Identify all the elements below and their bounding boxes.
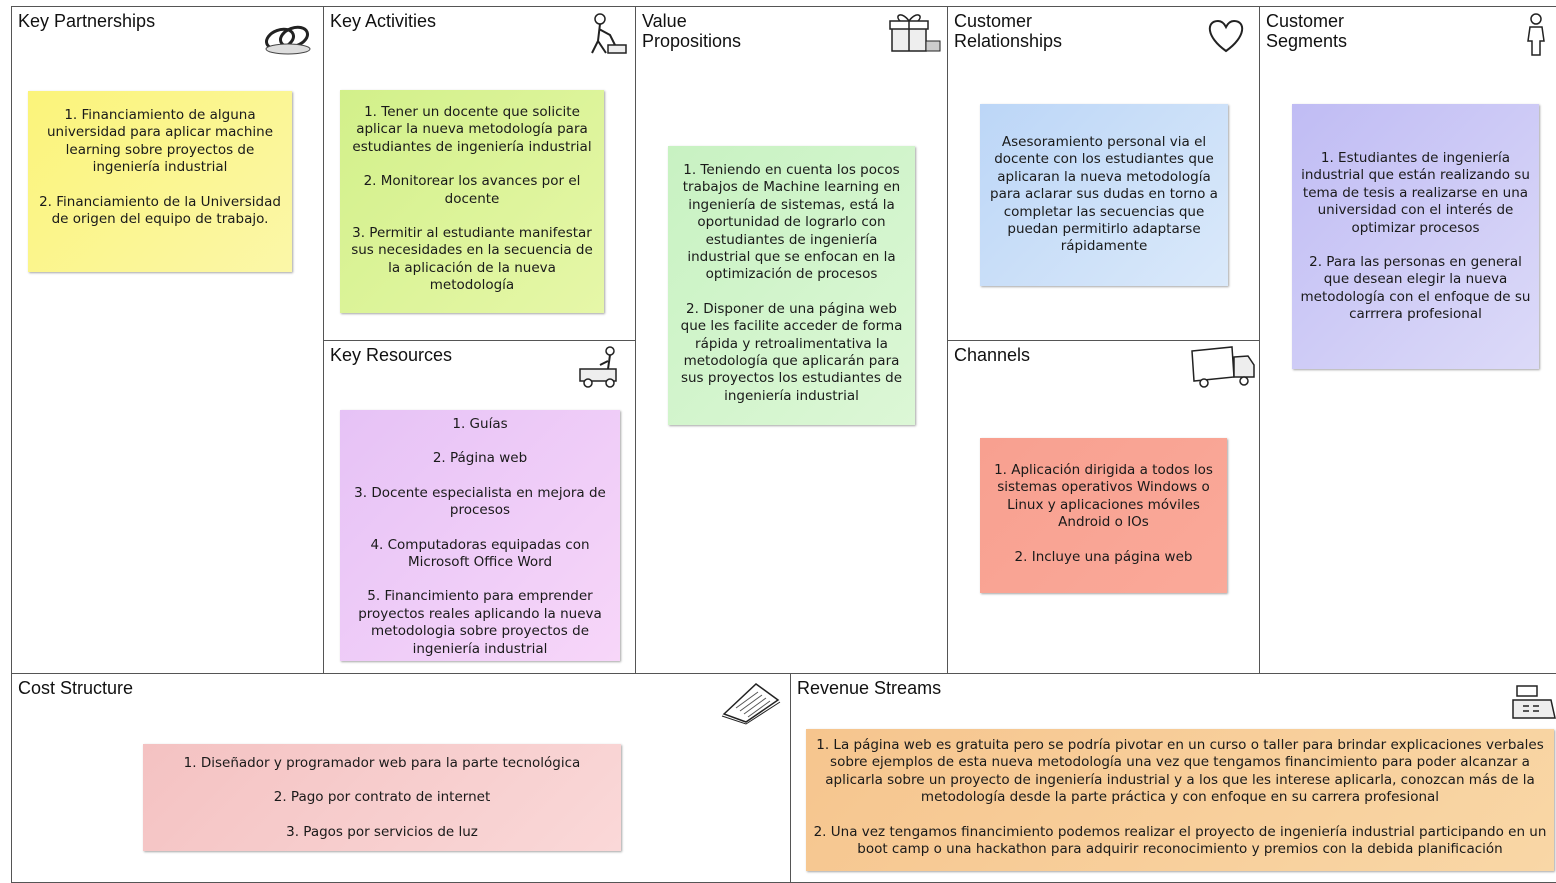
customer-relationships-note: Asesoramiento personal via el docente co… xyxy=(980,104,1228,286)
cash-register-icon xyxy=(1512,685,1556,719)
value-propositions-note: 1. Teniendo en cuenta los pocos trabajos… xyxy=(668,146,915,425)
channels-item-1: 1. Aplicación dirigida a todos los siste… xyxy=(994,462,1213,531)
forklift-icon xyxy=(579,346,617,388)
chain-links-icon xyxy=(264,25,311,55)
worker-icon xyxy=(591,13,627,54)
key-resources-item-4: 4. Computadoras equipadas con Microsoft … xyxy=(370,536,590,571)
key-activities-title: Key Activities xyxy=(330,11,437,31)
revenue-streams-item-1: 1. La página web es gratuita pero se pod… xyxy=(816,737,1544,806)
key-resources-block: Key Resources 1. Guías 2. Página web 3. … xyxy=(323,340,636,674)
key-resources-item-2: 2. Página web xyxy=(432,450,528,467)
cost-structure-item-2: 2. Pago por contrato de internet xyxy=(273,789,491,806)
key-resources-item-1: 1. Guías xyxy=(452,416,508,432)
cost-structure-block: Cost Structure 1. Diseñador y programado… xyxy=(11,673,791,883)
key-partnerships-item-2: 2. Financiamiento de la Universidad de o… xyxy=(39,193,281,228)
cost-structure-note: 1. Diseñador y programador web para la p… xyxy=(143,744,621,851)
customer-relationships-item-1: Asesoramiento personal via el docente co… xyxy=(990,134,1218,255)
channels-note: 1. Aplicación dirigida a todos los siste… xyxy=(980,438,1227,593)
key-resources-note: 1. Guías 2. Página web 3. Docente especi… xyxy=(340,410,620,661)
key-partnerships-block: Key Partnerships 1. Financiamiento de al… xyxy=(11,6,324,674)
cost-structure-title: Cost Structure xyxy=(18,678,134,698)
value-propositions-item-2: 2. Disponer de una página web que les fa… xyxy=(680,300,903,404)
key-resources-item-5: 5. Financimiento para emprender proyecto… xyxy=(358,588,602,657)
customer-relationships-block: Customer Relationships Asesoramiento per… xyxy=(947,6,1260,341)
channels-title: Channels xyxy=(954,345,1031,365)
revenue-streams-item-2: 2. Una vez tengamos financimiento podemo… xyxy=(813,823,1547,858)
key-resources-title: Key Resources xyxy=(330,345,453,365)
key-activities-block: Key Activities 1. Tener un docente que s… xyxy=(323,6,636,341)
key-activities-note: 1. Tener un docente que solicite aplicar… xyxy=(340,90,604,313)
heart-icon xyxy=(1208,19,1244,53)
key-activities-item-2: 2. Monitorear los avances por el docente xyxy=(363,173,581,207)
key-partnerships-item-1: 1. Financiamiento de alguna universidad … xyxy=(46,107,274,176)
value-propositions-title: Value Propositions xyxy=(642,11,742,51)
customer-relationships-title: Customer Relationships xyxy=(954,11,1063,51)
customer-segments-block: Customer Segments 1. Estudiantes de inge… xyxy=(1259,6,1556,674)
key-activities-item-1: 1. Tener un docente que solicite aplicar… xyxy=(352,104,592,155)
gift-icon xyxy=(889,14,941,52)
cost-structure-item-1: 1. Diseñador y programador web para la p… xyxy=(183,755,581,771)
revenue-streams-note: 1. La página web es gratuita pero se pod… xyxy=(806,729,1554,871)
key-partnerships-note: 1. Financiamiento de alguna universidad … xyxy=(28,91,292,272)
value-propositions-block: Value Propositions 1. Teniendo en cuenta… xyxy=(635,6,948,674)
channels-block: Channels 1. Aplicación dirigida a todos … xyxy=(947,340,1260,674)
customer-segments-title: Customer Segments xyxy=(1266,11,1348,51)
key-partnerships-title: Key Partnerships xyxy=(18,11,156,31)
invoice-icon xyxy=(721,683,781,725)
customer-segments-item-1: 1. Estudiantes de ingeniería industrial … xyxy=(1301,150,1530,236)
key-resources-item-3: 3. Docente especialista en mejora de pro… xyxy=(354,484,606,519)
revenue-streams-title: Revenue Streams xyxy=(797,678,942,698)
value-propositions-item-1: 1. Teniendo en cuenta los pocos trabajos… xyxy=(682,162,901,283)
person-icon xyxy=(1527,13,1545,56)
customer-segments-item-2: 2. Para las personas en general que dese… xyxy=(1300,254,1531,323)
truck-icon xyxy=(1191,346,1255,388)
customer-segments-note: 1. Estudiantes de ingeniería industrial … xyxy=(1292,104,1539,369)
cost-structure-item-3: 3. Pagos por servicios de luz xyxy=(286,823,478,840)
key-activities-item-3: 3. Permitir al estudiante manifestar sus… xyxy=(351,225,593,294)
revenue-streams-block: Revenue Streams 1. La página web es grat… xyxy=(790,673,1556,883)
channels-item-2: 2. Incluye una página web xyxy=(1014,548,1193,565)
